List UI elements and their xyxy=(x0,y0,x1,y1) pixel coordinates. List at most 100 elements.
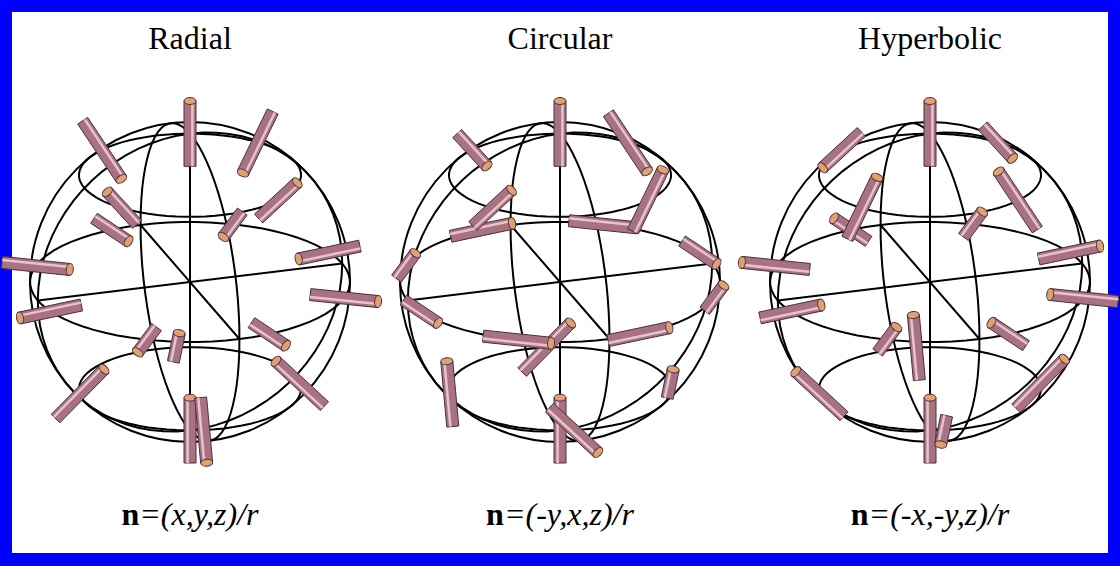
rod-highlight xyxy=(962,210,981,235)
director-rod xyxy=(101,185,142,228)
director-rod xyxy=(195,397,213,467)
rod-end xyxy=(890,321,904,334)
rod-body xyxy=(607,322,671,347)
wire-circle xyxy=(38,133,342,432)
rod-end xyxy=(554,394,566,401)
wire-circle xyxy=(881,123,980,441)
rod-highlight xyxy=(610,112,649,170)
director-rod xyxy=(924,394,936,463)
sphere-outline xyxy=(30,122,350,442)
director-rod xyxy=(978,122,1019,165)
rod-highlight xyxy=(245,113,275,174)
rod-end xyxy=(122,234,134,248)
rod-body xyxy=(924,398,936,463)
director-rod xyxy=(184,394,196,463)
rod-highlight xyxy=(1014,357,1062,406)
rod-body xyxy=(1050,289,1119,308)
rod-end xyxy=(564,316,577,329)
director-rod xyxy=(184,98,196,167)
rod-end xyxy=(236,167,250,179)
wire-axis xyxy=(511,225,610,339)
rod-body xyxy=(483,330,552,349)
rod-highlight xyxy=(310,297,378,304)
rod-end xyxy=(992,165,1006,177)
rod-end xyxy=(789,365,802,379)
rod-highlight xyxy=(926,398,929,463)
rod-end xyxy=(924,98,936,105)
rod-highlight xyxy=(1050,292,1118,299)
rod-end xyxy=(591,446,604,460)
director-rod xyxy=(842,172,884,242)
rod-highlight xyxy=(938,415,944,444)
rod-highlight xyxy=(993,321,1028,344)
rod-highlight xyxy=(707,287,726,312)
rod-highlight xyxy=(849,178,879,239)
rod-end xyxy=(1006,152,1020,165)
director-rod xyxy=(679,236,723,271)
director-rod xyxy=(992,165,1043,233)
director-rod xyxy=(959,205,990,240)
rod-end xyxy=(280,339,292,353)
rod-highlight xyxy=(761,307,822,320)
director-rod xyxy=(816,128,865,175)
rod-end xyxy=(173,328,186,337)
rod-end xyxy=(291,176,304,190)
rod-end xyxy=(975,205,989,218)
rod-end xyxy=(200,459,213,467)
rod-highlight xyxy=(683,239,718,262)
director-rod xyxy=(236,109,278,179)
rod-highlight xyxy=(444,362,450,427)
rod-end xyxy=(408,247,422,260)
director-rod xyxy=(483,330,556,349)
rod-body xyxy=(741,256,810,275)
rod-body xyxy=(759,299,823,324)
director-rod xyxy=(469,183,518,230)
rod-highlight xyxy=(911,315,917,380)
director-rod xyxy=(51,363,111,423)
panel-title: Hyperbolic xyxy=(760,20,1100,57)
director-rod xyxy=(131,324,162,359)
rod-end xyxy=(432,316,444,330)
rod-highlight xyxy=(794,373,842,418)
rod-end xyxy=(480,159,494,172)
rod-end xyxy=(114,173,128,185)
director-rod xyxy=(554,98,566,167)
sphere-figure xyxy=(738,98,1119,463)
rod-body xyxy=(272,357,329,411)
rod-body xyxy=(554,101,566,166)
rod-body xyxy=(195,397,213,463)
director-rod xyxy=(440,357,458,427)
director-rod xyxy=(607,321,674,346)
wire-circle xyxy=(778,133,1082,432)
rod-end xyxy=(1058,352,1071,365)
rod-highlight xyxy=(459,132,489,165)
rod-highlight xyxy=(186,398,189,463)
director-rod xyxy=(759,298,826,323)
rod-highlight xyxy=(274,363,322,408)
director-rod xyxy=(873,321,904,356)
rod-highlight xyxy=(880,328,899,353)
rod-end xyxy=(269,355,282,369)
rod-end xyxy=(1046,288,1054,301)
rod-body xyxy=(78,117,127,182)
rod-end xyxy=(817,298,826,311)
rod-end xyxy=(870,172,884,184)
rod-body xyxy=(628,167,669,234)
rod-end xyxy=(640,165,654,177)
rod-end xyxy=(547,337,555,350)
director-rod xyxy=(738,256,811,275)
director-rod xyxy=(248,318,292,353)
rod-highlight xyxy=(136,326,155,351)
rod-highlight xyxy=(1001,170,1040,228)
director-rod xyxy=(1037,239,1104,264)
rod-body xyxy=(310,289,379,308)
rod-body xyxy=(603,110,652,175)
sphere-outline xyxy=(400,122,720,442)
rod-end xyxy=(924,394,936,401)
rod-body xyxy=(19,299,83,324)
panel-title: Radial xyxy=(20,20,360,57)
director-rod xyxy=(453,130,494,173)
wire-axis xyxy=(141,225,240,339)
director-rod xyxy=(400,295,444,330)
director-rod xyxy=(934,414,952,449)
